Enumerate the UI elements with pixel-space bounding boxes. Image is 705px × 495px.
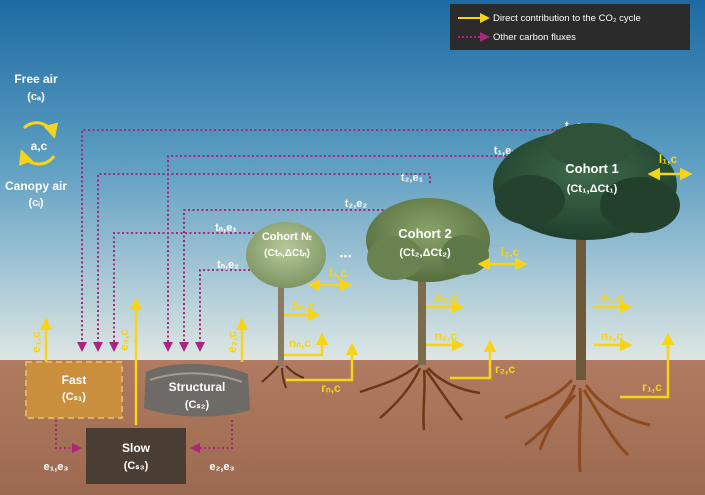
legend-box — [450, 4, 690, 50]
flux-t2e1-label: t₂,e₁ — [401, 172, 424, 184]
flux-tne2-label: tₙ,e₂ — [217, 259, 239, 271]
air-exchange-label: a,c — [31, 139, 48, 153]
flux-structural-to-slow-line — [190, 420, 233, 453]
canopy-air-label: Canopy air — [5, 179, 67, 193]
slow-pool-symbol: (Cₛ₃) — [124, 460, 149, 472]
cohort-n-roots — [261, 365, 305, 389]
cohort-2-trunk — [418, 255, 426, 365]
cohort-2-canopy-right — [441, 235, 489, 275]
cohort-1-canopy-left — [495, 175, 565, 225]
l2c-label: l₂,c — [501, 245, 520, 259]
r2c-label: r₂,c — [495, 362, 515, 376]
cohort-2-title: Cohort 2 — [398, 226, 451, 241]
flux-e1e3-label: e₁,e₃ — [44, 461, 69, 473]
flux-tne2-line — [195, 269, 268, 352]
l1c-label: l₁,c — [659, 152, 678, 166]
d1c-label: Δ₁,c — [600, 291, 624, 305]
flux-tne1-line — [109, 232, 268, 352]
legend-direct-label: Direct contribution to the CO₂ cycle — [493, 13, 641, 24]
legend-other-label: Other carbon fluxes — [493, 32, 576, 43]
canopy-air-symbol: (cᵢ) — [29, 197, 44, 209]
flux-t1e2-line — [163, 155, 560, 352]
cohort-n-tree: Cohort Nₜ (Ctₙ,ΔCtₙ) — [246, 222, 326, 389]
flux-tne1-label: tₙ,e₁ — [215, 222, 237, 234]
cohort-1-trunk — [576, 190, 586, 380]
air-exchange-arrow-up — [22, 121, 59, 139]
structural-pool-texture — [149, 372, 243, 383]
cohort-n-title: Cohort Nₜ — [262, 231, 312, 243]
air-exchange: Free air (cₐ) a,c Canopy air (cᵢ) — [5, 72, 67, 209]
r1c-label: r₁,c — [642, 380, 662, 394]
r1c-arrow — [620, 332, 675, 399]
e3c-label: e₃,c — [117, 329, 131, 352]
d2c-label: Δ₂,c — [434, 291, 458, 305]
cohort-n-symbol: (Ctₙ,ΔCtₙ) — [264, 248, 310, 259]
direct-flux-arrows — [39, 167, 693, 425]
cohort-n-canopy — [246, 222, 326, 288]
air-exchange-arrow-down — [18, 149, 56, 166]
cohort-1-canopy-right — [600, 177, 680, 233]
slow-pool-box — [86, 428, 186, 484]
fast-pool-symbol: (Cₛ₁) — [62, 391, 86, 403]
flux-t2e2-label: t₂,e₂ — [345, 198, 368, 210]
flux-e2e3-label: e₂,e₃ — [209, 461, 234, 473]
cohort-n-trunk — [278, 270, 284, 366]
fast-pool-box — [26, 362, 122, 418]
cohort-1-canopy-top — [545, 123, 635, 167]
slow-pool-label: Slow — [122, 441, 151, 455]
cohort-2-canopy-left — [367, 236, 423, 280]
legend: Direct contribution to the CO₂ cycle Oth… — [450, 4, 690, 50]
cohort-1-tree: Cohort 1 (Ct₁,ΔCt₁) — [493, 123, 680, 473]
slow-pool: Slow (Cₛ₃) — [86, 428, 186, 484]
rnc-label: rₙ,c — [321, 381, 341, 395]
cohort-1-title: Cohort 1 — [565, 161, 618, 176]
structural-pool-symbol: (Cₛ₂) — [185, 399, 210, 411]
structural-pool: Structural (Cₛ₂) — [144, 363, 250, 417]
nnc-arrow — [284, 332, 329, 357]
cohort-2-tree: Cohort 2 (Ct₂,ΔCt₂) — [359, 198, 490, 431]
structural-pool-label: Structural — [169, 380, 226, 394]
flux-t2e2-line — [179, 209, 415, 352]
lnc-label: lₙ,c — [329, 266, 347, 280]
cohort-1-roots — [504, 379, 651, 473]
cohort-ellipsis: ••• — [340, 251, 352, 261]
flux-t2e1-line — [93, 173, 431, 352]
rnc-arrow — [286, 342, 359, 382]
cohort-2-symbol: (Ct₂,ΔCt₂) — [399, 247, 451, 259]
e1c-label: e₁,c — [29, 331, 43, 353]
fast-pool: Fast (Cₛ₁) — [25, 361, 123, 419]
cohort-1-symbol: (Ct₁,ΔCt₁) — [567, 183, 618, 195]
fast-pool-label: Fast — [62, 373, 87, 387]
nnc-label: nₙ,c — [289, 336, 311, 350]
r2c-arrow — [450, 339, 497, 380]
n2c-label: n₂,c — [435, 329, 458, 343]
free-air-symbol: (cₐ) — [27, 91, 45, 103]
cohort-2-roots — [359, 364, 481, 431]
fast-pool-texture — [25, 361, 123, 419]
flux-fast-to-slow-line — [55, 420, 82, 453]
e2c-label: e₂,c — [225, 331, 239, 353]
dnc-label: Δₙ,c — [291, 299, 315, 313]
n1c-label: n₁,c — [601, 329, 624, 343]
free-air-label: Free air — [14, 72, 58, 86]
